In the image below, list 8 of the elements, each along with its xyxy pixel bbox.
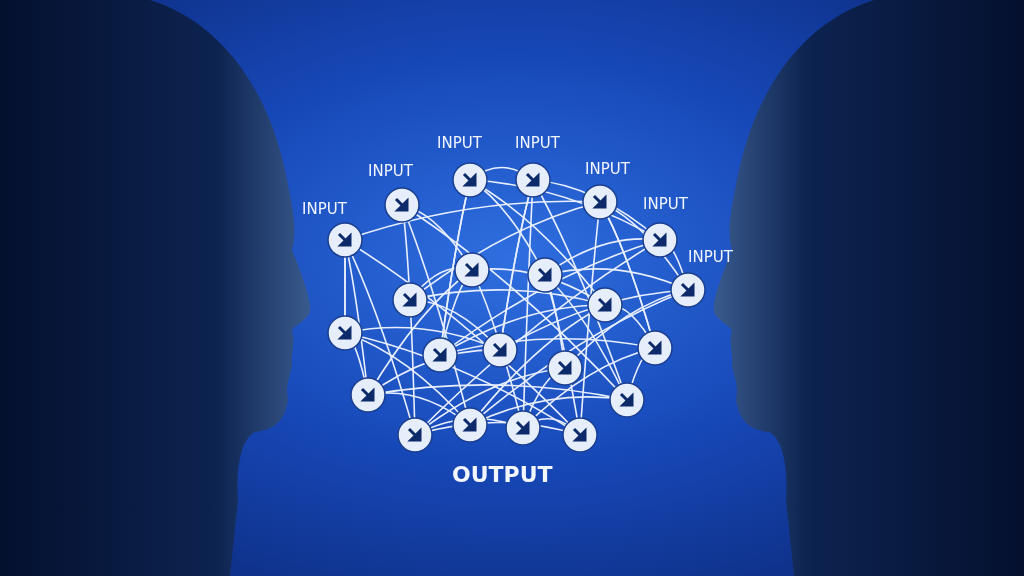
input-label: INPUT: [643, 195, 688, 213]
input-label: INPUT: [585, 160, 630, 178]
input-label: INPUT: [368, 162, 413, 180]
output-label: OUTPUT: [452, 462, 553, 487]
input-label: INPUT: [302, 200, 347, 218]
input-label: INPUT: [437, 134, 482, 152]
input-label: INPUT: [515, 134, 560, 152]
input-label: INPUT: [688, 248, 733, 266]
